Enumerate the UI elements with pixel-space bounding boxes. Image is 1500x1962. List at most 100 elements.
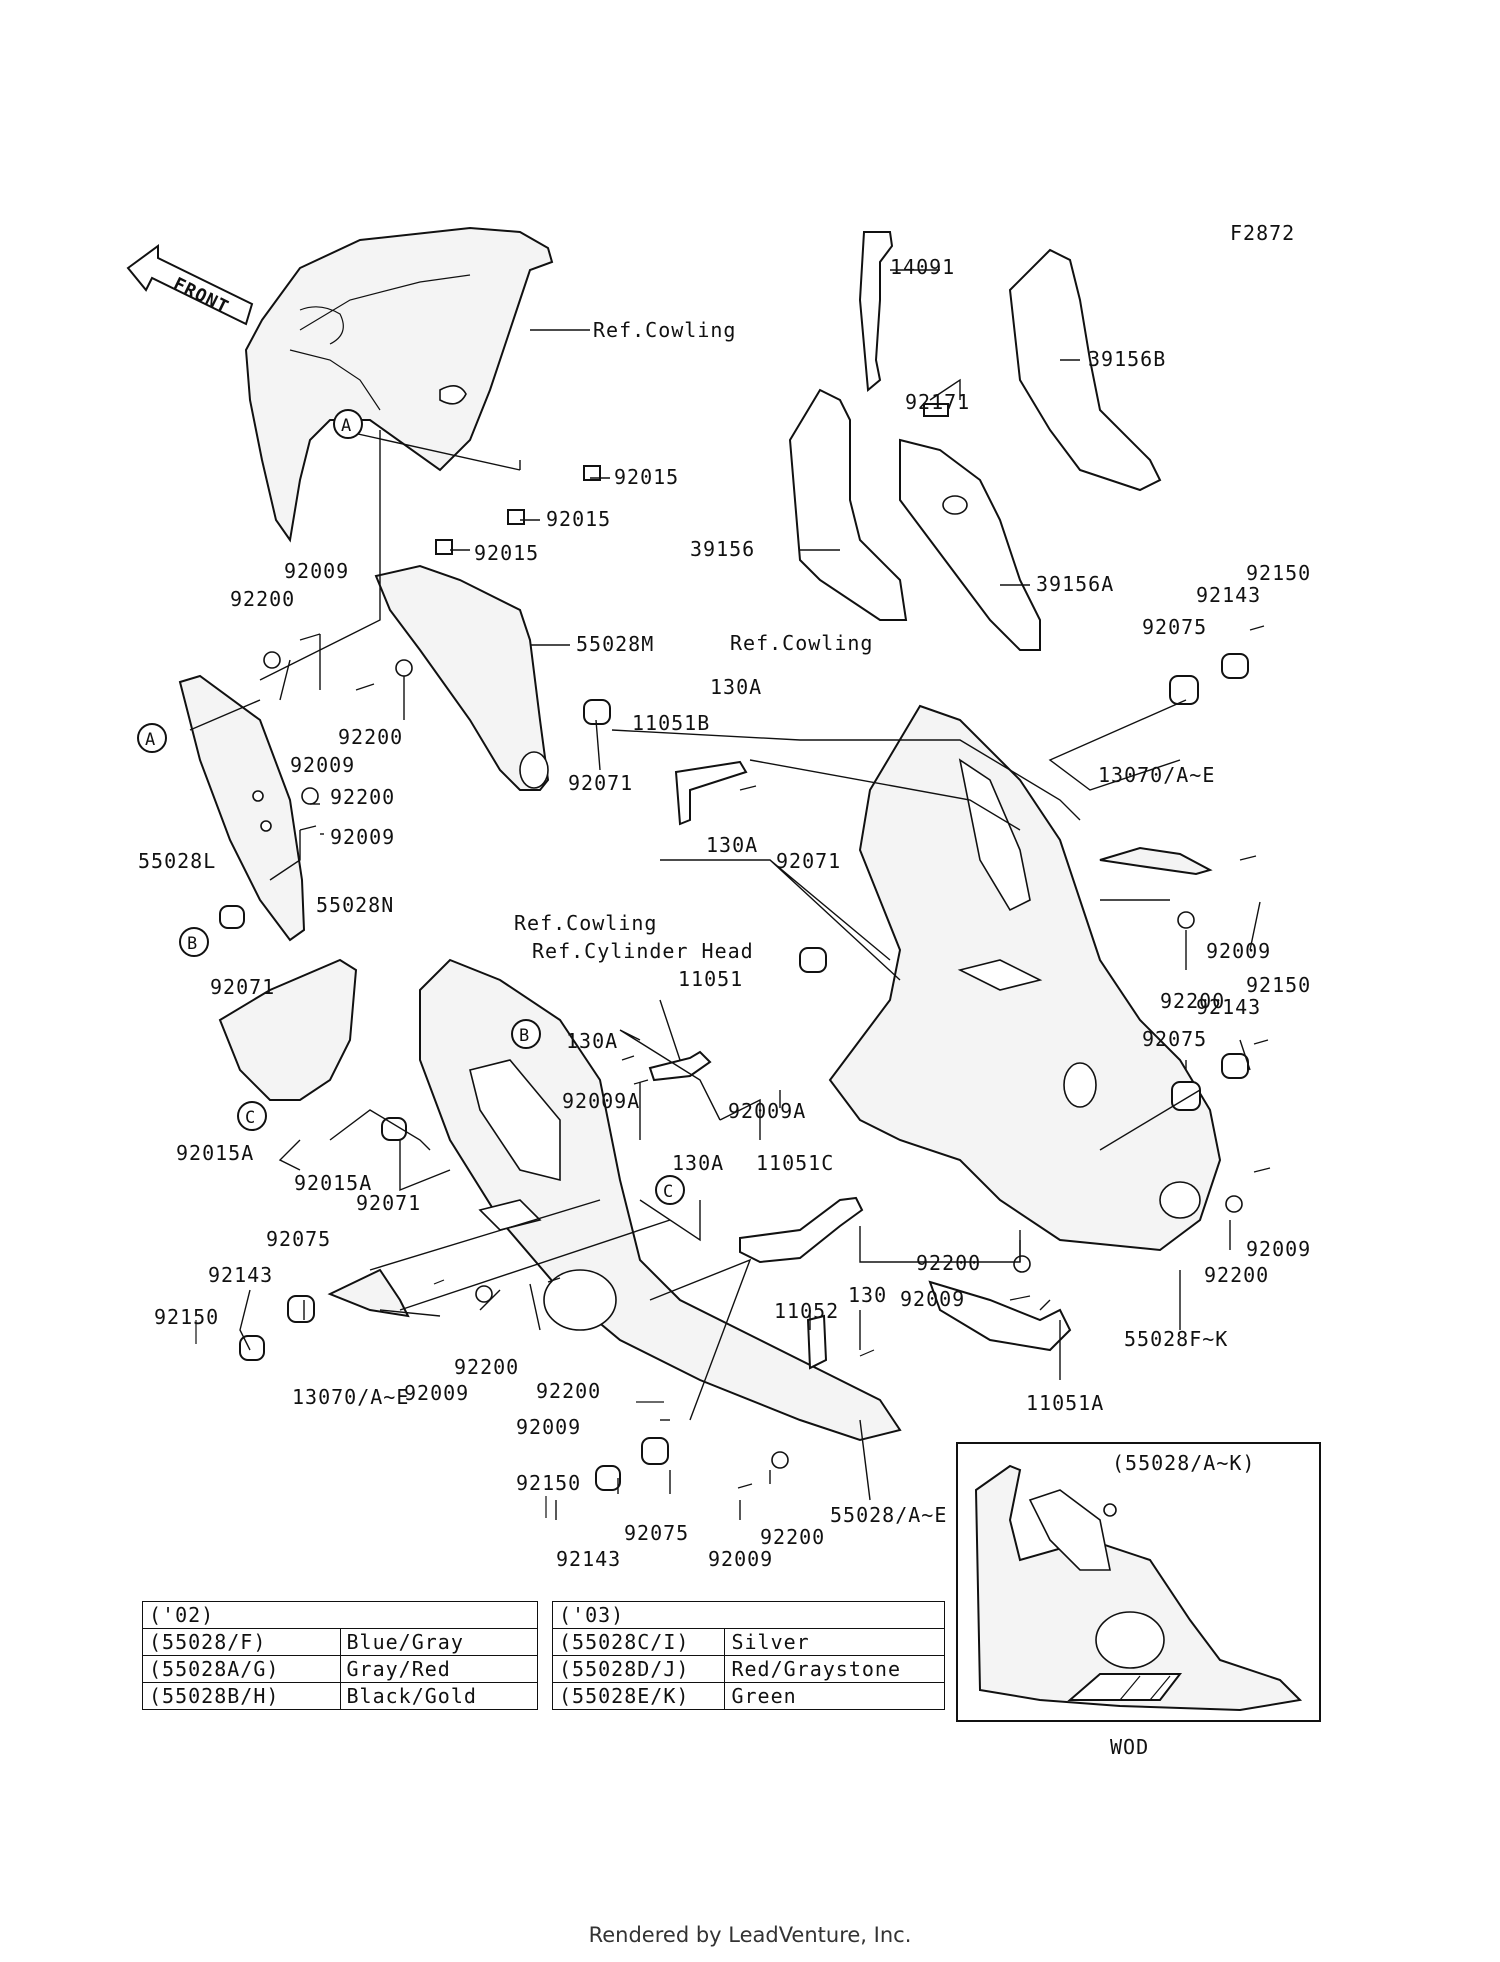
label-92009: 92009: [330, 825, 395, 849]
label-92015: 92015: [546, 507, 611, 531]
label-55028n: 55028N: [316, 893, 394, 917]
bolt-part: [195, 625, 1271, 1518]
label-92200: 92200: [536, 1379, 601, 1403]
label-92075: 92075: [266, 1227, 331, 1251]
color-table-03: ('03) (55028C/I) Silver (55028D/J) Red/G…: [551, 1601, 945, 1710]
label-130a: 130A: [672, 1151, 724, 1175]
table-row: (55028E/K) Green: [551, 1682, 945, 1710]
front-arrow-icon: FRONT: [126, 244, 254, 326]
label-ref-cowling: Ref.Cowling: [514, 911, 657, 935]
grommet-part: [219, 653, 1249, 1491]
label-13070: 13070/A~E: [1098, 763, 1215, 787]
inset-caption: WOD: [1110, 1735, 1149, 1759]
label-92009: 92009: [1206, 939, 1271, 963]
table-row: (55028B/H) Black/Gold: [142, 1682, 538, 1710]
label-92071: 92071: [210, 975, 275, 999]
label-130a: 130A: [706, 833, 758, 857]
label-92009: 92009: [516, 1415, 581, 1439]
label-92009: 92009: [404, 1381, 469, 1405]
label-39156b: 39156B: [1088, 347, 1166, 371]
inset-variant-box: (55028/A~K) WOD: [956, 1442, 1321, 1759]
label-39156a: 39156A: [1036, 572, 1114, 596]
label-92015a: 92015A: [176, 1141, 254, 1165]
table-cell-code: (55028E/K): [551, 1682, 726, 1710]
label-55028ae: 55028/A~E: [830, 1503, 947, 1527]
table-cell-color: Blue/Gray: [339, 1628, 538, 1656]
callout-b: B: [519, 1026, 530, 1046]
label-92015: 92015: [614, 465, 679, 489]
bracket-11051b: [674, 760, 748, 826]
label-92009: 92009: [900, 1287, 965, 1311]
label-92200: 92200: [338, 725, 403, 749]
washer-part: [263, 651, 1243, 1469]
label-130: 130: [848, 1283, 887, 1307]
bracket-11052: [806, 1314, 828, 1370]
table-cell-color: Silver: [724, 1628, 945, 1656]
inner-panel-55028m: [374, 564, 550, 791]
left-panel-55028l: [178, 674, 306, 942]
table-row: (55028C/I) Silver: [551, 1628, 945, 1656]
bracket-11051c: [739, 1196, 864, 1264]
table-cell-color: Gray/Red: [339, 1655, 538, 1683]
bracket-14091: [858, 231, 949, 417]
label-92009a: 92009A: [728, 1099, 806, 1123]
table-cell-code: (55028/F): [142, 1628, 341, 1656]
table-row: (55028/F) Blue/Gray: [142, 1628, 538, 1656]
label-92015a: 92015A: [294, 1171, 372, 1195]
lower-cowling-left-part: [419, 958, 902, 1442]
label-11051: 11051: [678, 967, 743, 991]
label-92143: 92143: [1196, 583, 1261, 607]
label-11051a: 11051A: [1026, 1391, 1104, 1415]
label-92075: 92075: [1142, 615, 1207, 639]
callout-markers: A A B B C C: [137, 409, 685, 1205]
upper-cowling-part: [244, 226, 554, 543]
label-92150: 92150: [154, 1305, 219, 1329]
label-55028l: 55028L: [138, 849, 216, 873]
label-92171: 92171: [905, 390, 970, 414]
label-92150: 92150: [516, 1471, 581, 1495]
label-92015: 92015: [474, 541, 539, 565]
label-55028m: 55028M: [576, 632, 654, 656]
heat-shield-39156a: [899, 438, 1041, 651]
table-cell-code: (55028D/J): [551, 1655, 726, 1683]
label-92143: 92143: [1196, 995, 1261, 1019]
label-11051c: 11051C: [756, 1151, 834, 1175]
leader-lines: [189, 269, 1261, 1520]
label-92200: 92200: [1160, 989, 1225, 1013]
label-11052: 11052: [774, 1299, 839, 1323]
table-header: ('02): [142, 1601, 538, 1629]
label-92143: 92143: [208, 1263, 273, 1287]
table-cell-code: (55028C/I): [551, 1628, 726, 1656]
heat-shield-39156b: [1008, 248, 1162, 492]
label-92009: 92009: [708, 1547, 773, 1571]
label-92009: 92009: [290, 753, 355, 777]
bracket-11051: [648, 1050, 712, 1082]
figure-code: F2872: [1230, 221, 1295, 245]
label-39156: 39156: [690, 537, 755, 561]
label-130a: 130A: [710, 675, 762, 699]
label-92009: 92009: [284, 559, 349, 583]
heat-shield-39156: [788, 388, 908, 621]
label-92009: 92009: [1246, 1237, 1311, 1261]
label-92075: 92075: [1142, 1027, 1207, 1051]
label-92150: 92150: [1246, 561, 1311, 585]
label-14091: 14091: [890, 255, 955, 279]
table-cell-code: (55028A/G): [142, 1655, 341, 1683]
callout-a: A: [145, 730, 156, 750]
label-ref-cowling: Ref.Cowling: [730, 631, 873, 655]
label-92075: 92075: [624, 1521, 689, 1545]
table-cell-color: Red/Graystone: [724, 1655, 945, 1683]
table-row: (55028D/J) Red/Graystone: [551, 1655, 945, 1683]
label-55028fk: 55028F~K: [1124, 1327, 1228, 1351]
label-92143: 92143: [556, 1547, 621, 1571]
part-labels: Ref.Cowling 14091 92171 39156B 39156 391…: [138, 255, 1311, 1571]
inset-label: (55028/A~K): [1112, 1451, 1255, 1475]
callout-c: C: [663, 1182, 674, 1202]
footer-credit: Rendered by LeadVenture, Inc.: [588, 1923, 912, 1947]
table-cell-code: (55028B/H): [142, 1682, 341, 1710]
label-92200: 92200: [760, 1525, 825, 1549]
label-ref-cylinder-head: Ref.Cylinder Head: [532, 939, 754, 963]
table-cell-color: Green: [724, 1682, 945, 1710]
label-92200: 92200: [330, 785, 395, 809]
